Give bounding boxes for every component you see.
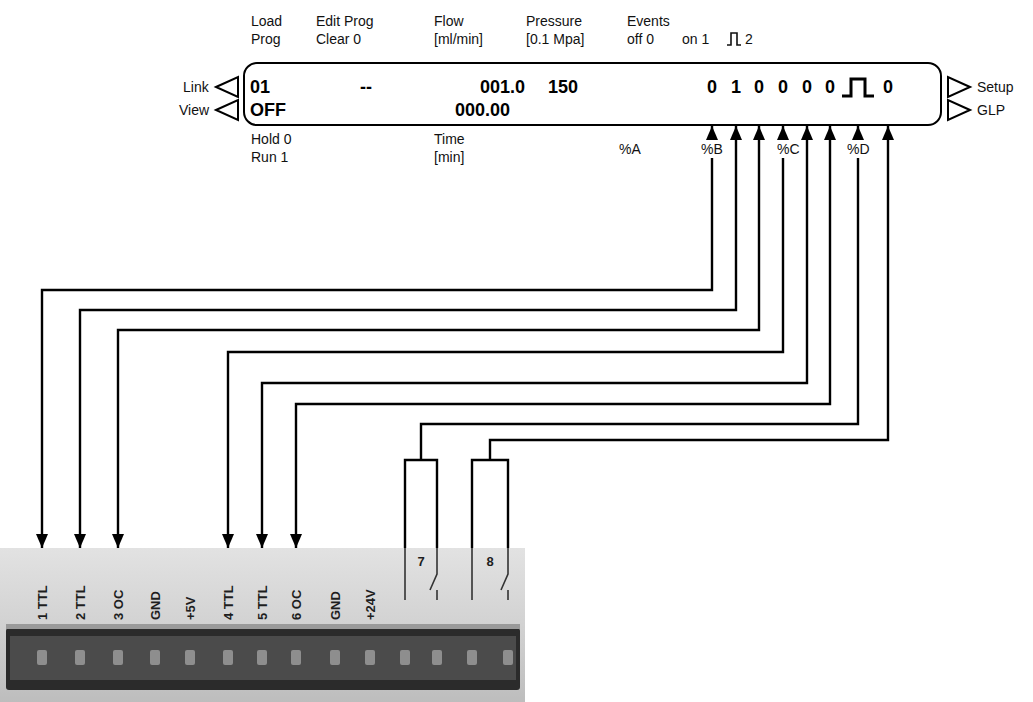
field-label: %C — [776, 140, 801, 158]
field-label: on 1 — [681, 30, 710, 48]
field-label: View — [178, 101, 210, 119]
pulse-symbol — [842, 79, 874, 96]
field-label: %A — [618, 140, 642, 158]
terminal-photo — [0, 548, 525, 702]
field-label: Edit Prog Clear 0 — [315, 12, 392, 48]
field-label: Events — [626, 12, 671, 30]
lcd-display: 01--001.01500100000OFF000.00 — [243, 62, 942, 126]
relay-number: 7 — [418, 554, 425, 569]
signal-wire — [118, 126, 759, 548]
event-digit: 0 — [778, 77, 788, 97]
field-label: 2 — [744, 30, 754, 48]
display-value: 000.00 — [455, 100, 510, 120]
field-label: Setup — [976, 78, 1015, 96]
display-value: -- — [360, 77, 372, 97]
field-label: %B — [700, 140, 724, 158]
field-label: off 0 — [626, 30, 655, 48]
signal-wire — [296, 126, 830, 548]
pulse-symbol — [727, 33, 741, 45]
pin-label: 4 TTL — [221, 585, 236, 620]
event-digit: 0 — [825, 77, 835, 97]
event-digit: 0 — [883, 77, 893, 97]
pin-label: GND — [148, 591, 163, 620]
display-value: 01 — [250, 77, 270, 97]
pin-label: 3 OC — [111, 590, 126, 620]
field-label: Load Prog — [250, 12, 283, 48]
pin-label: 5 TTL — [255, 585, 270, 620]
pin-label: GND — [328, 591, 343, 620]
pin-label: +24V — [363, 589, 378, 620]
softkey-arrow — [948, 100, 970, 120]
pin-label: +5V — [183, 597, 198, 621]
softkey-arrow — [948, 77, 970, 97]
softkey-arrow — [216, 77, 238, 97]
field-label: %D — [846, 140, 871, 158]
field-label: Pressure [0.1 Mpa] — [525, 12, 599, 48]
event-digit: 1 — [731, 77, 741, 97]
relay-number: 8 — [487, 554, 494, 569]
field-label: Hold 0 Run 1 — [250, 130, 308, 166]
field-label: Flow [ml/min] — [433, 12, 484, 48]
terminal-block: 1 TTL 2 TTL 3 OC GND +5V 4 TTL 5 TTL 6 OC GND +24… — [0, 548, 525, 702]
field-label: Link — [182, 78, 210, 96]
event-digit: 0 — [802, 77, 812, 97]
field-label: GLP — [976, 101, 1006, 119]
signal-wire — [262, 126, 807, 548]
signal-wire — [228, 126, 783, 548]
event-digit: 0 — [754, 77, 764, 97]
event-digit: 0 — [707, 77, 717, 97]
display-value: OFF — [250, 100, 286, 120]
pin-label: 2 TTL — [73, 585, 88, 620]
pin-label: 1 TTL — [35, 585, 50, 620]
display-value: 150 — [548, 77, 578, 97]
display-value: 001.0 — [480, 77, 525, 97]
softkey-arrow — [216, 100, 238, 120]
signal-wire — [42, 126, 712, 548]
field-label: Time [min] — [433, 130, 466, 166]
signal-wire — [472, 126, 888, 548]
signal-wire — [80, 126, 736, 548]
pin-label: 6 OC — [289, 590, 304, 620]
